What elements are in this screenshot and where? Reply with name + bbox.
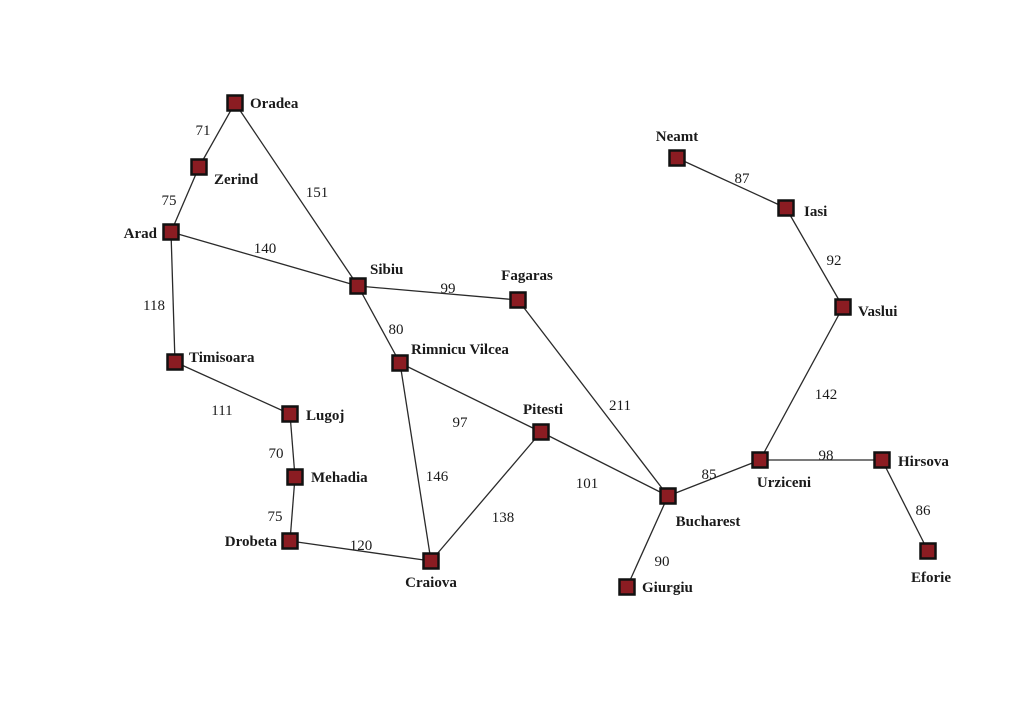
- city-label-timisoara: Timisoara: [189, 350, 255, 366]
- city-label-eforie: Eforie: [911, 570, 951, 586]
- city-label-oradea: Oradea: [250, 96, 299, 112]
- city-label-bucharest: Bucharest: [676, 514, 741, 530]
- distance-label-urziceni-hirsova: 98: [819, 448, 834, 464]
- distance-label-bucharest-giurgiu: 90: [655, 554, 670, 570]
- city-label-drobeta: Drobeta: [225, 534, 278, 550]
- road-rimnicu-pitesti: [399, 362, 542, 433]
- distance-label-fagaras-bucharest: 211: [609, 398, 631, 414]
- city-node-bucharest: [659, 487, 677, 505]
- city-node-lugoj: [281, 405, 299, 423]
- city-node-hirsova: [873, 451, 891, 469]
- road-mehadia-drobeta: [289, 476, 296, 542]
- distance-label-oradea-sibiu: 151: [306, 185, 329, 201]
- road-arad-sibiu: [170, 231, 359, 287]
- city-label-pitesti: Pitesti: [523, 402, 563, 418]
- road-iasi-neamt: [676, 157, 787, 209]
- city-label-zerind: Zerind: [214, 172, 259, 188]
- road-bucharest-giurgiu: [626, 495, 669, 588]
- distance-label-craiova-pitesti: 138: [492, 510, 515, 526]
- city-node-giurgiu: [618, 578, 636, 596]
- road-hirsova-eforie: [881, 459, 929, 552]
- city-label-giurgiu: Giurgiu: [642, 580, 693, 596]
- distance-label-iasi-neamt: 87: [735, 171, 751, 187]
- road-fagaras-bucharest: [517, 299, 669, 497]
- city-node-craiova: [422, 552, 440, 570]
- distance-label-mehadia-drobeta: 75: [268, 509, 283, 525]
- road-urziceni-vaslui: [759, 306, 844, 461]
- city-label-lugoj: Lugoj: [306, 408, 344, 424]
- road-rimnicu-craiova: [399, 362, 432, 562]
- road-zerind-arad: [170, 166, 200, 233]
- road-craiova-pitesti: [430, 431, 542, 562]
- city-node-eforie: [919, 542, 937, 560]
- road-bucharest-urziceni: [667, 459, 761, 497]
- city-node-iasi: [777, 199, 795, 217]
- city-labels-layer: OradeaZerindAradTimisoaraLugojMehadiaDro…: [124, 96, 952, 596]
- city-label-fagaras: Fagaras: [501, 268, 553, 284]
- city-node-arad: [162, 223, 180, 241]
- city-node-drobeta: [281, 532, 299, 550]
- city-label-craiova: Craiova: [405, 575, 457, 591]
- road-lugoj-mehadia: [289, 413, 296, 478]
- city-node-zerind: [190, 158, 208, 176]
- city-node-neamt: [668, 149, 686, 167]
- distance-label-lugoj-mehadia: 70: [269, 446, 284, 462]
- city-node-sibiu: [349, 277, 367, 295]
- city-label-mehadia: Mehadia: [311, 470, 368, 486]
- city-node-vaslui: [834, 298, 852, 316]
- city-node-oradea: [226, 94, 244, 112]
- city-label-urziceni: Urziceni: [757, 475, 811, 491]
- distance-label-vaslui-iasi: 92: [827, 253, 842, 269]
- city-node-rimnicu: [391, 354, 409, 372]
- roads-layer: [170, 102, 929, 588]
- road-sibiu-rimnicu: [357, 285, 401, 364]
- road-oradea-zerind: [198, 102, 236, 168]
- road-pitesti-bucharest: [540, 431, 669, 497]
- road-vaslui-iasi: [785, 207, 844, 308]
- distance-label-arad-timisoara: 118: [143, 298, 165, 314]
- distance-label-hirsova-eforie: 86: [916, 503, 932, 519]
- city-label-hirsova: Hirsova: [898, 454, 949, 470]
- road-sibiu-fagaras: [357, 285, 519, 301]
- distance-label-urziceni-vaslui: 142: [815, 387, 838, 403]
- city-node-urziceni: [751, 451, 769, 469]
- distance-label-oradea-zerind: 71: [196, 123, 211, 139]
- distance-label-pitesti-bucharest: 101: [576, 476, 599, 492]
- distance-label-sibiu-rimnicu: 80: [389, 322, 404, 338]
- distance-label-rimnicu-pitesti: 97: [453, 415, 469, 431]
- road-timisoara-lugoj: [174, 361, 291, 415]
- road-oradea-sibiu: [234, 102, 359, 287]
- city-node-timisoara: [166, 353, 184, 371]
- city-label-vaslui: Vaslui: [858, 304, 897, 320]
- distance-label-rimnicu-craiova: 146: [426, 469, 449, 485]
- distance-label-bucharest-urziceni: 85: [702, 467, 717, 483]
- distance-label-zerind-arad: 75: [162, 193, 177, 209]
- city-label-neamt: Neamt: [656, 129, 698, 145]
- cities-layer: [162, 94, 937, 596]
- distance-label-arad-sibiu: 140: [254, 241, 277, 257]
- city-node-mehadia: [286, 468, 304, 486]
- road-drobeta-craiova: [289, 540, 432, 562]
- city-label-arad: Arad: [124, 226, 158, 242]
- city-label-iasi: Iasi: [804, 204, 827, 220]
- road-arad-timisoara: [170, 231, 176, 363]
- city-label-sibiu: Sibiu: [370, 262, 403, 278]
- city-node-fagaras: [509, 291, 527, 309]
- city-node-pitesti: [532, 423, 550, 441]
- distance-label-sibiu-fagaras: 99: [441, 281, 456, 297]
- distance-label-timisoara-lugoj: 111: [211, 403, 232, 419]
- distance-labels-layer: 71 75 151 140 118 111 70 75 120 99 80 146 97 138 211 10…: [143, 123, 931, 570]
- distance-label-drobeta-craiova: 120: [350, 538, 373, 554]
- city-label-rimnicu: Rimnicu Vilcea: [411, 342, 509, 358]
